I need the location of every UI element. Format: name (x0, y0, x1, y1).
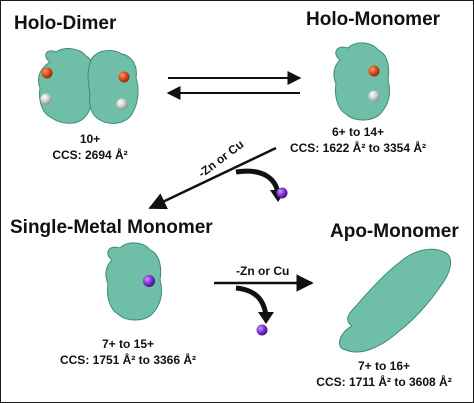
single-metal-monomer-protein (105, 242, 163, 321)
monomer-zn-ion (368, 65, 380, 77)
equilibrium-arrows (166, 71, 302, 100)
apo-body (338, 248, 451, 353)
single-metal-monomer-title: Single-Metal Monomer (10, 217, 213, 238)
holo-monomer-ccs: CCS: 1622 Å² to 3354 Å² (289, 141, 427, 155)
single-metal-monomer-charge: 7+ to 15+ (101, 337, 155, 351)
zn-ion-right (118, 71, 130, 83)
cu-ion-left (40, 93, 52, 105)
transition-label-single-to-apo: -Zn or Cu (236, 264, 290, 278)
holo-dimer-protein (37, 48, 139, 124)
metal-loss-arrow-1 (148, 146, 288, 210)
curved-arrowhead-2 (258, 312, 274, 324)
apo-monomer-ccs: CCS: 1711 Å² to 3608 Å² (316, 375, 452, 389)
single-metal-monomer-ccs: CCS: 1751 Å² to 3366 Å² (59, 353, 197, 367)
apo-monomer-protein (338, 248, 451, 353)
holo-dimer-charge: 10+ (79, 132, 101, 146)
metal-loss-arrow-2 (214, 274, 314, 336)
apo-monomer-charge: 7+ to 16+ (357, 359, 411, 373)
holo-monomer-charge: 6+ to 14+ (331, 125, 385, 139)
holo-dimer-ccs: CCS: 2694 Å² (52, 148, 128, 162)
holo-monomer-title: Holo-Monomer (306, 9, 441, 30)
single-metal-ion (143, 275, 155, 287)
zn-ion-left (41, 67, 53, 79)
single-metal-body (105, 242, 163, 321)
curved-arrow-2 (235, 285, 269, 317)
dimer-subunit-left (37, 48, 94, 124)
cu-ion-right (116, 98, 128, 110)
holo-monomer-protein (333, 42, 391, 121)
apo-monomer-title: Apo-Monomer (330, 221, 459, 242)
released-ion-2 (256, 324, 268, 336)
diagonal-arrow (148, 146, 277, 210)
monomer-cu-ion (368, 90, 380, 102)
monomer-body (333, 42, 391, 121)
holo-dimer-title: Holo-Dimer (14, 13, 117, 34)
released-ion-1 (276, 187, 288, 199)
dimer-subunit-right (87, 50, 139, 124)
